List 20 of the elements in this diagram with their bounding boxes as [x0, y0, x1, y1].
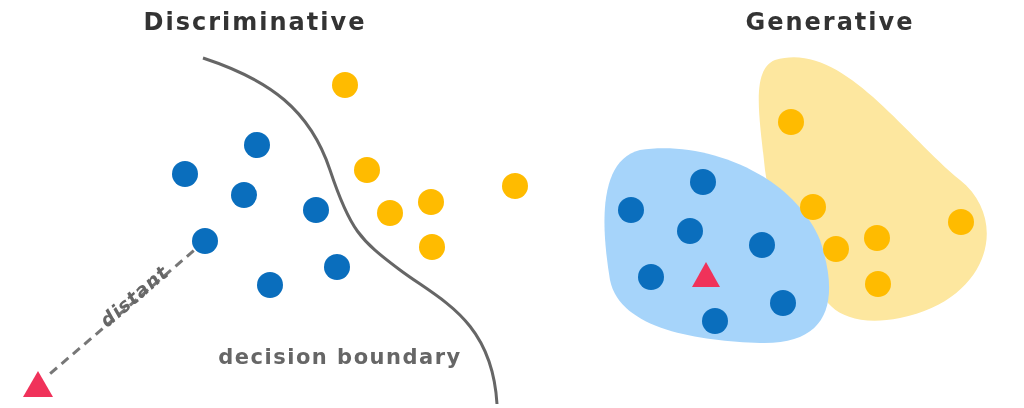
query-point-marker [23, 371, 53, 397]
data-point [257, 272, 283, 298]
data-point [638, 264, 664, 290]
data-point [172, 161, 198, 187]
query-point-marker [692, 262, 720, 287]
panel-title: Discriminative [143, 8, 367, 36]
data-point [702, 308, 728, 334]
data-point [749, 232, 775, 258]
data-point [618, 197, 644, 223]
data-point [303, 197, 329, 223]
data-point [244, 132, 270, 158]
boundary-label: decision boundary [218, 345, 462, 369]
data-point [690, 169, 716, 195]
data-point [324, 254, 350, 280]
dashed-connector [49, 248, 196, 375]
panel-title: Generative [745, 8, 915, 36]
data-point [770, 290, 796, 316]
data-point [192, 228, 218, 254]
data-point [231, 182, 257, 208]
data-point [677, 218, 703, 244]
